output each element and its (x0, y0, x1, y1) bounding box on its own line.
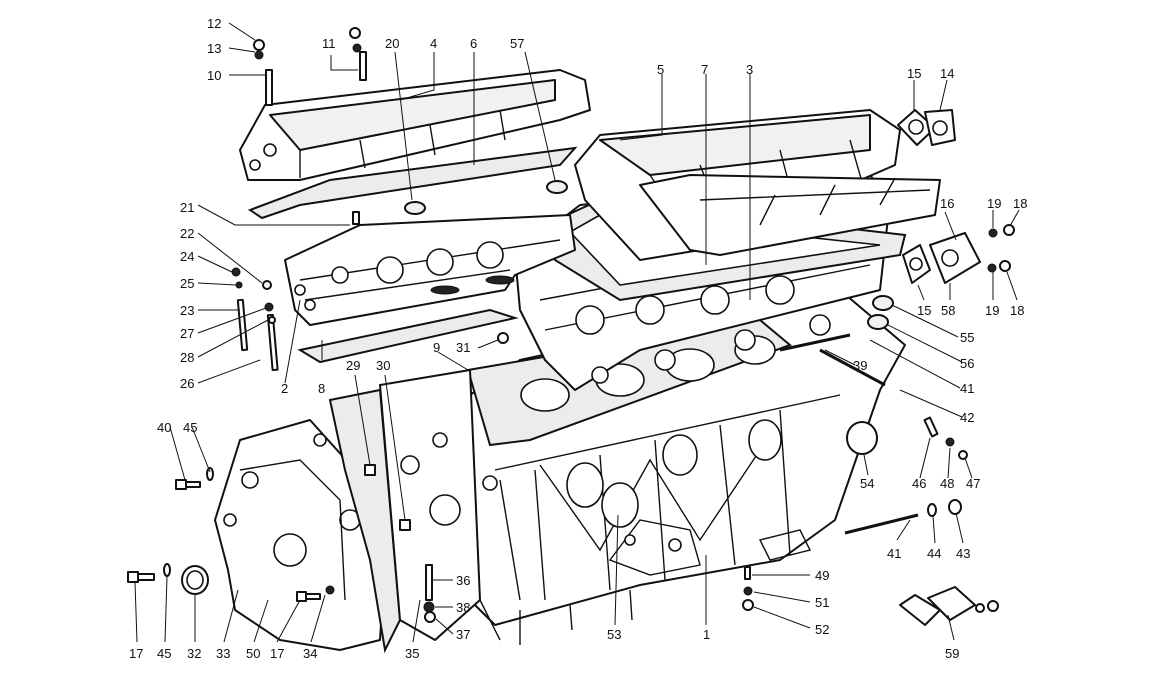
callout-label: 13 (207, 41, 221, 56)
callout-label: 44 (927, 546, 941, 561)
bolt-17 (127, 563, 335, 602)
callout-label: 8 (318, 381, 325, 396)
plate-59 (899, 586, 999, 626)
callout-label: 41 (960, 381, 974, 396)
callout-labels: 12 13 10 11 20 4 6 57 5 7 3 15 14 21 22 … (129, 16, 1027, 661)
callout-label: 17 (129, 646, 143, 661)
cap-56 (867, 314, 889, 330)
flange-16-58 (902, 232, 981, 284)
callout-label: 24 (180, 249, 194, 264)
callout-label: 6 (470, 36, 477, 51)
callout-label: 35 (405, 646, 419, 661)
callout-label: 57 (510, 36, 524, 51)
callout-label: 5 (657, 62, 664, 77)
callout-label: 43 (956, 546, 970, 561)
callout-label: 15 (907, 66, 921, 81)
callout-label: 40 (157, 420, 171, 435)
callout-label: 15 (917, 303, 931, 318)
callout-label: 42 (960, 410, 974, 425)
callout-label: 58 (941, 303, 955, 318)
callout-label: 26 (180, 376, 194, 391)
callout-label: 7 (701, 62, 708, 77)
callout-label: 38 (456, 600, 470, 615)
callout-label: 28 (180, 350, 194, 365)
callout-label: 23 (180, 303, 194, 318)
callout-label: 55 (960, 330, 974, 345)
flange-14-15 (897, 109, 956, 146)
upper-studs (253, 27, 367, 106)
callout-label: 41 (887, 546, 901, 561)
pin-21 (352, 211, 360, 225)
callout-label: 51 (815, 595, 829, 610)
callout-label: 25 (180, 276, 194, 291)
callout-label: 34 (303, 646, 317, 661)
callout-label: 27 (180, 326, 194, 341)
plug-57 (546, 180, 568, 194)
callout-label: 19 (987, 196, 1001, 211)
callout-label: 48 (940, 476, 954, 491)
bolt-40 (175, 467, 214, 490)
callout-label: 30 (376, 358, 390, 373)
head-gasket-right (466, 318, 792, 447)
callout-label: 10 (207, 68, 221, 83)
long-studs (779, 333, 939, 535)
callout-label: 52 (815, 622, 829, 637)
callout-label: 31 (456, 340, 470, 355)
callout-label: 2 (281, 381, 288, 396)
callout-label: 54 (860, 476, 874, 491)
cam-cover-right (574, 109, 941, 261)
callout-label: 45 (157, 646, 171, 661)
callout-label: 18 (1013, 196, 1027, 211)
callout-label: 9 (433, 340, 440, 355)
front-plate (379, 369, 481, 641)
callout-label: 18 (1010, 303, 1024, 318)
callout-label: 3 (746, 62, 753, 77)
leader-lines (134, 22, 1020, 643)
bush-29 (364, 464, 376, 476)
callout-label: 22 (180, 226, 194, 241)
callout-label: 33 (216, 646, 230, 661)
callout-label: 56 (960, 356, 974, 371)
callout-label: 1 (703, 627, 710, 642)
cam-cover-gasket-left (247, 146, 578, 220)
callout-label: 46 (912, 476, 926, 491)
callout-label: 47 (966, 476, 980, 491)
callout-label: 45 (183, 420, 197, 435)
callout-label: 11 (322, 36, 336, 51)
callout-label: 32 (187, 646, 201, 661)
cam-cover-left (239, 69, 591, 181)
callout-label: 39 (853, 358, 867, 373)
callout-label: 37 (456, 627, 470, 642)
callout-label: 17 (270, 646, 284, 661)
plug-31 (497, 332, 509, 344)
callout-label: 16 (940, 196, 954, 211)
callout-label: 29 (346, 358, 360, 373)
callout-label: 49 (815, 568, 829, 583)
timing-cover (214, 419, 386, 651)
cylinder-head-left (284, 214, 576, 326)
left-studs (231, 267, 279, 372)
callout-label: 12 (207, 16, 221, 31)
callout-label: 19 (985, 303, 999, 318)
callout-label: 50 (246, 646, 260, 661)
plug-54 (846, 421, 878, 455)
callout-label: 4 (430, 36, 437, 51)
callout-label: 59 (945, 646, 959, 661)
callout-label: 53 (607, 627, 621, 642)
callout-label: 20 (385, 36, 399, 51)
callout-label: 14 (940, 66, 954, 81)
bush-30 (399, 519, 411, 531)
plug-20 (404, 201, 426, 215)
callout-label: 21 (180, 200, 194, 215)
callout-label: 36 (456, 573, 470, 588)
cap-55 (872, 295, 894, 311)
head-gasket-left (297, 308, 519, 364)
